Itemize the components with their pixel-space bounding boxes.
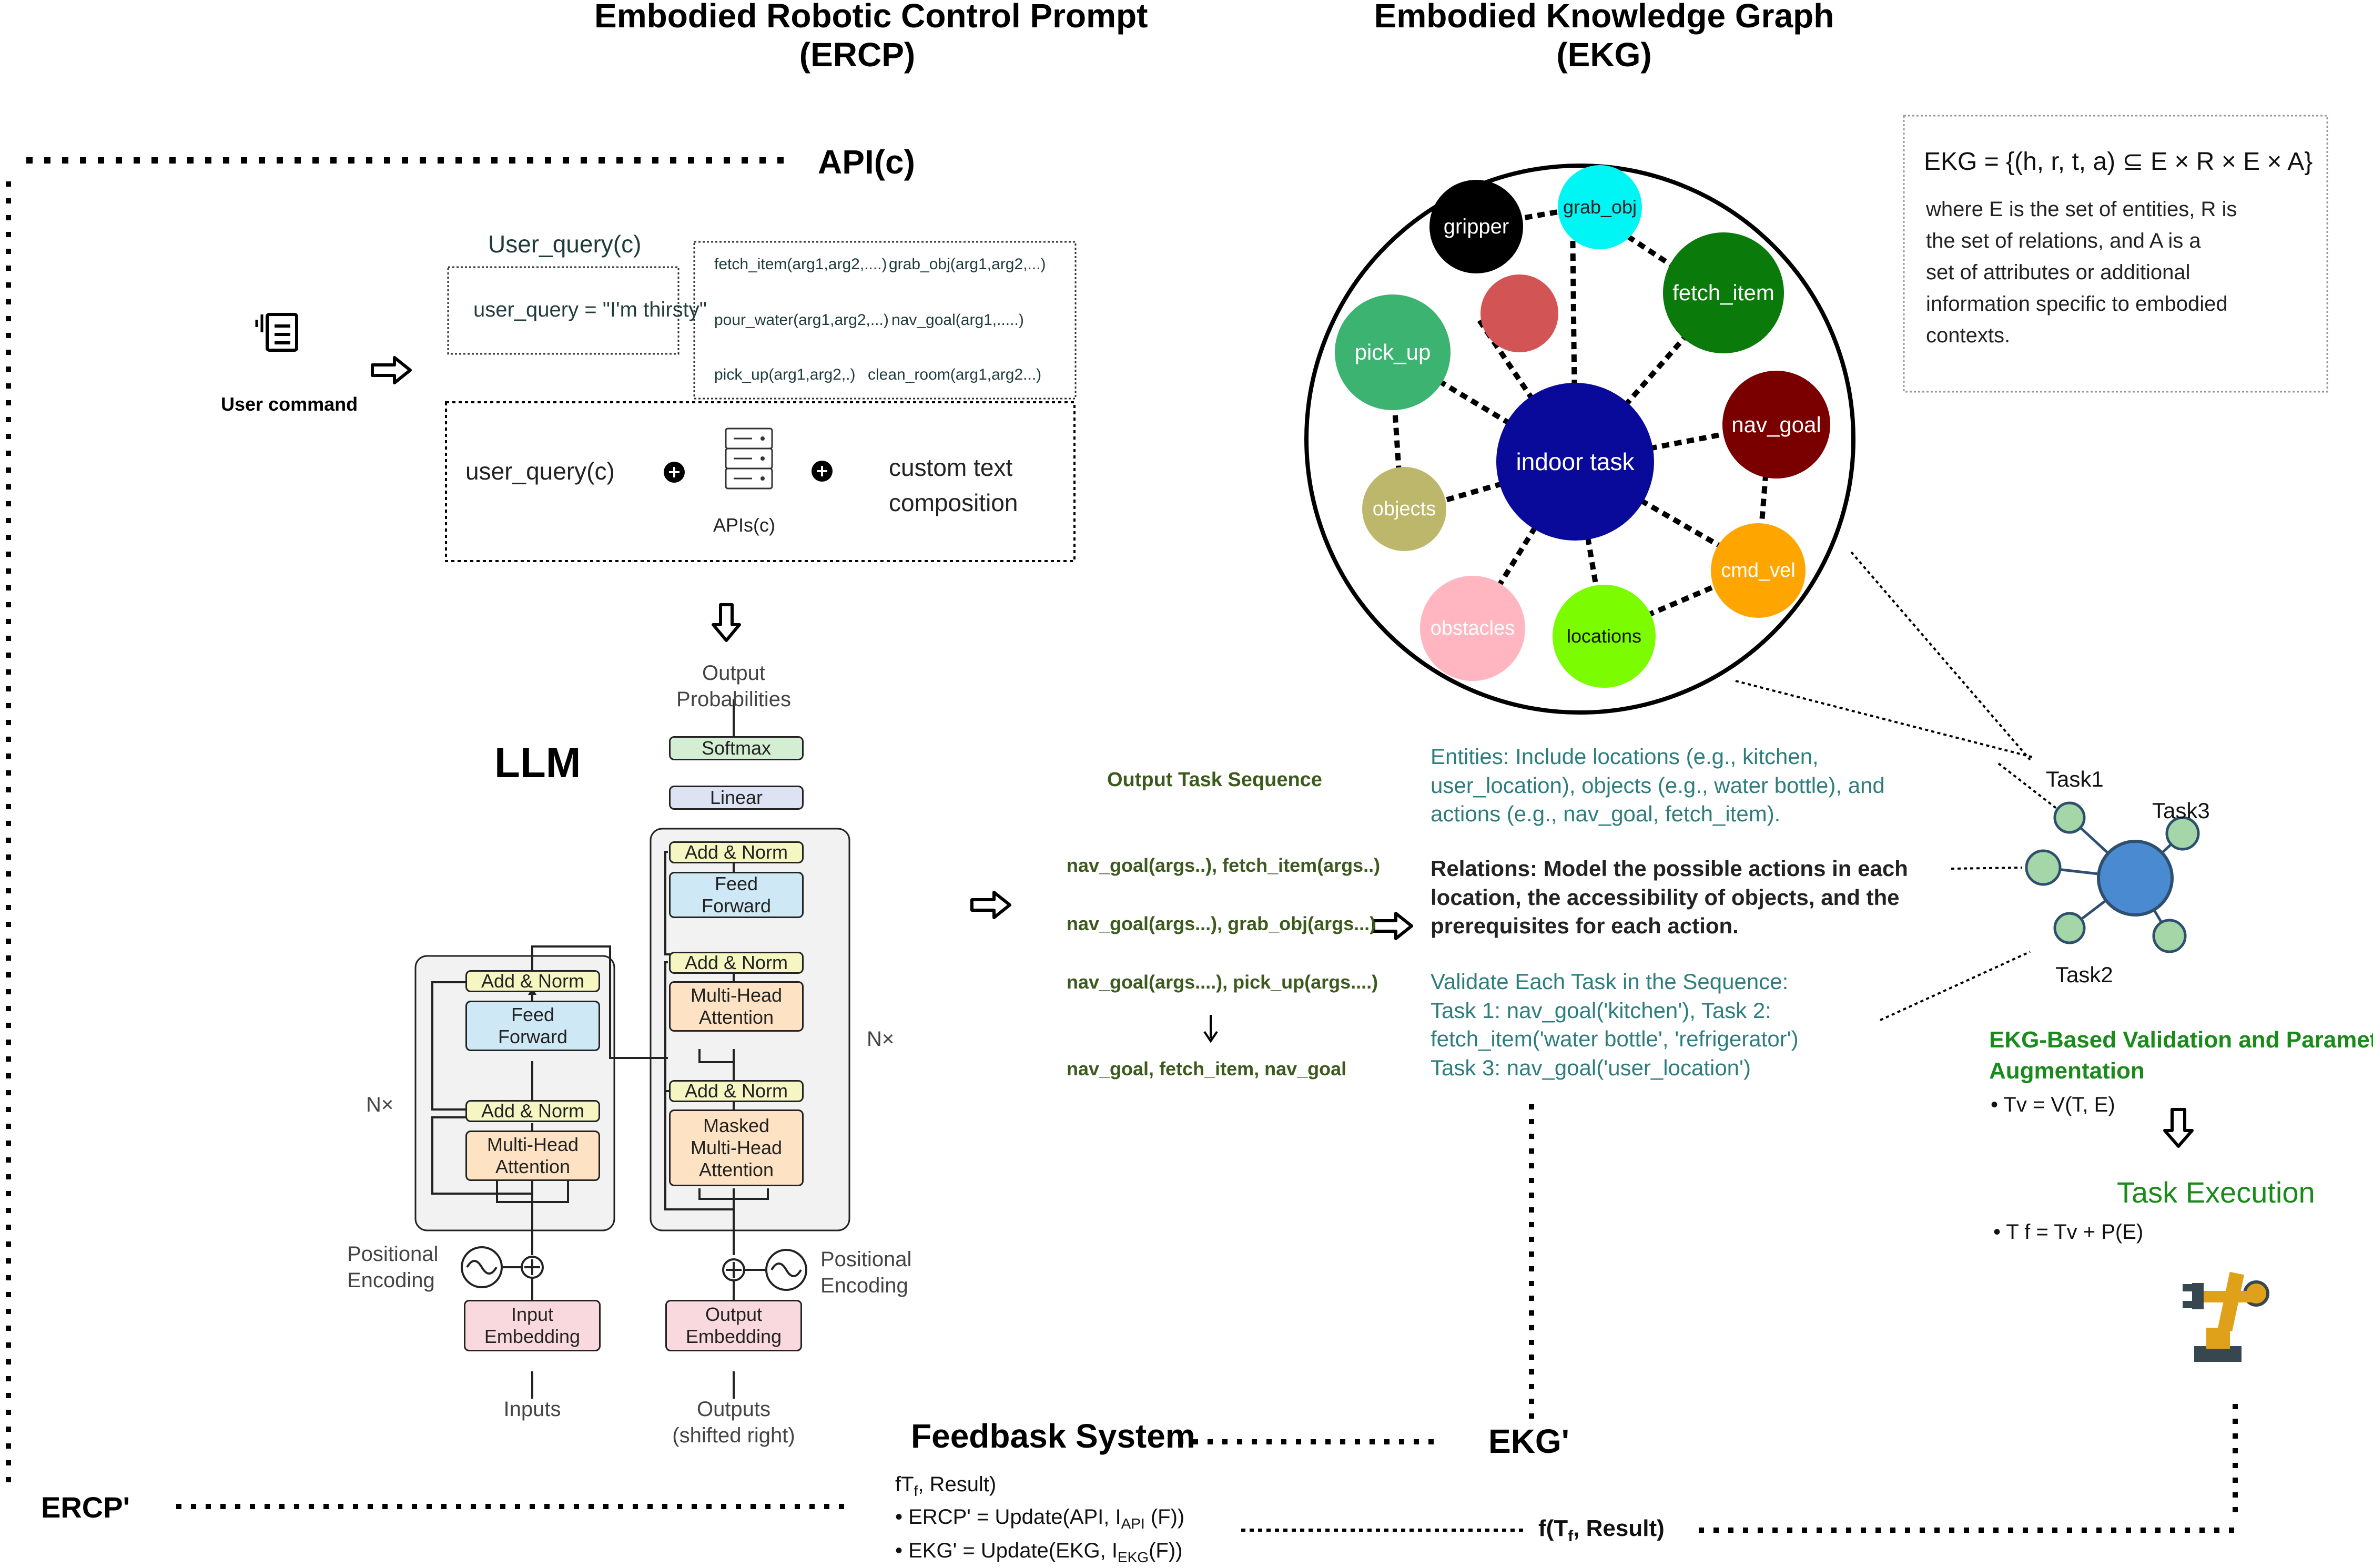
api-label: API(c) bbox=[818, 143, 915, 181]
entities-text: Entities: Include locations (e.g., kitch… bbox=[1431, 744, 1885, 827]
ercp-title: Embodied Robotic Control Prompt(ERCP) bbox=[594, 0, 1148, 74]
node-unlabeled-red bbox=[1480, 274, 1558, 352]
ekg-title: Embodied Knowledge Graph(EKG) bbox=[1374, 0, 1834, 74]
api-fn-nav-goal: nav_goal(arg1,.....) bbox=[891, 311, 1024, 329]
relations-text: Relations: Model the possible actions in… bbox=[1431, 856, 1908, 939]
node-locations: locations bbox=[1553, 585, 1656, 688]
decoder-add-norm-2: Add & Norm bbox=[669, 952, 804, 974]
node-obstacles: obstacles bbox=[1420, 576, 1525, 681]
api-fn-clean-room: clean_room(arg1,arg2...) bbox=[868, 366, 1042, 383]
decoder-add-norm-1: Add & Norm bbox=[669, 1080, 804, 1102]
softmax-block: Softmax bbox=[669, 736, 804, 760]
node-grab-obj: grab_obj bbox=[1558, 165, 1642, 249]
ercp-prime-label: ERCP' bbox=[41, 1491, 130, 1524]
feedback-line-2: • EKG' = Update(EKG, IEKG(F)) bbox=[895, 1539, 1183, 1565]
user-query-value: user_query = "I'm thirsty" bbox=[473, 298, 707, 321]
output-task-line-1: nav_goal(args..), fetch_item(args..) bbox=[1067, 854, 1381, 876]
node-objects: objects bbox=[1362, 467, 1446, 551]
encoder-nx: N× bbox=[366, 1093, 394, 1116]
validation-formula: • Tv = V(T, E) bbox=[1991, 1093, 2115, 1116]
node-indoor-task: indoor task bbox=[1496, 383, 1654, 541]
feedback-line-1: • ERCP' = Update(API, IAPI (F)) bbox=[895, 1505, 1185, 1532]
decoder-nx: N× bbox=[867, 1027, 895, 1051]
composition-apis: APIs(c) bbox=[713, 514, 776, 536]
feedback-title: Feedbask System bbox=[911, 1417, 1195, 1455]
outputs-label: Outputs(shifted right) bbox=[672, 1398, 795, 1447]
output-task-line-3: nav_goal(args....), pick_up(args....) bbox=[1067, 971, 1378, 993]
node-nav-goal: nav_goal bbox=[1722, 371, 1830, 478]
decoder-add-norm-3: Add & Norm bbox=[669, 841, 804, 863]
execution-formula: • T f = Tv + P(E) bbox=[1993, 1220, 2144, 1244]
encoder-add-norm-1: Add & Norm bbox=[465, 1100, 600, 1122]
node-pick-up: pick_up bbox=[1335, 294, 1451, 410]
output-task-title: Output Task Sequence bbox=[1107, 769, 1322, 791]
output-task-line-4: nav_goal, fetch_item, nav_goal bbox=[1067, 1058, 1347, 1080]
task2-label: Task2 bbox=[2055, 962, 2113, 987]
user-command-label: User command bbox=[221, 393, 358, 415]
linear-block: Linear bbox=[669, 786, 804, 810]
api-fn-pick-up: pick_up(arg1,arg2,.) bbox=[714, 366, 856, 383]
ekg-formula: EKG = {(h, r, t, a) ⊆ E × R × E × A} bbox=[1924, 148, 2313, 176]
encoder-add-norm-2: Add & Norm bbox=[465, 970, 600, 992]
composition-user-query: user_query(c) bbox=[465, 457, 615, 485]
inputs-label: Inputs bbox=[503, 1398, 561, 1421]
feedback-line-0: fTf, Result) bbox=[895, 1473, 997, 1499]
validate-text: Validate Each Task in the Sequence:Task … bbox=[1431, 969, 1799, 1080]
user-query-title: User_query(c) bbox=[488, 230, 642, 258]
node-gripper: gripper bbox=[1429, 180, 1523, 273]
node-fetch-item: fetch_item bbox=[1663, 232, 1784, 353]
task1-label: Task1 bbox=[2046, 767, 2104, 791]
api-fn-grab-obj: grab_obj(arg1,arg2,...) bbox=[889, 256, 1046, 273]
node-cmd-vel: cmd_vel bbox=[1711, 523, 1806, 618]
ft-result-label: f(Tf, Result) bbox=[1538, 1515, 1665, 1545]
llm-label: LLM bbox=[494, 739, 581, 786]
api-fn-pour-water: pour_water(arg1,arg2,...) bbox=[714, 311, 889, 329]
api-fn-fetch-item: fetch_item(arg1,arg2,....) bbox=[714, 256, 887, 273]
execution-title: Task Execution bbox=[2117, 1176, 2315, 1209]
ekg-prime-label: EKG' bbox=[1488, 1422, 1569, 1460]
output-task-line-2: nav_goal(args...), grab_obj(args...) bbox=[1067, 913, 1376, 934]
task3-label: Task3 bbox=[2152, 798, 2210, 823]
